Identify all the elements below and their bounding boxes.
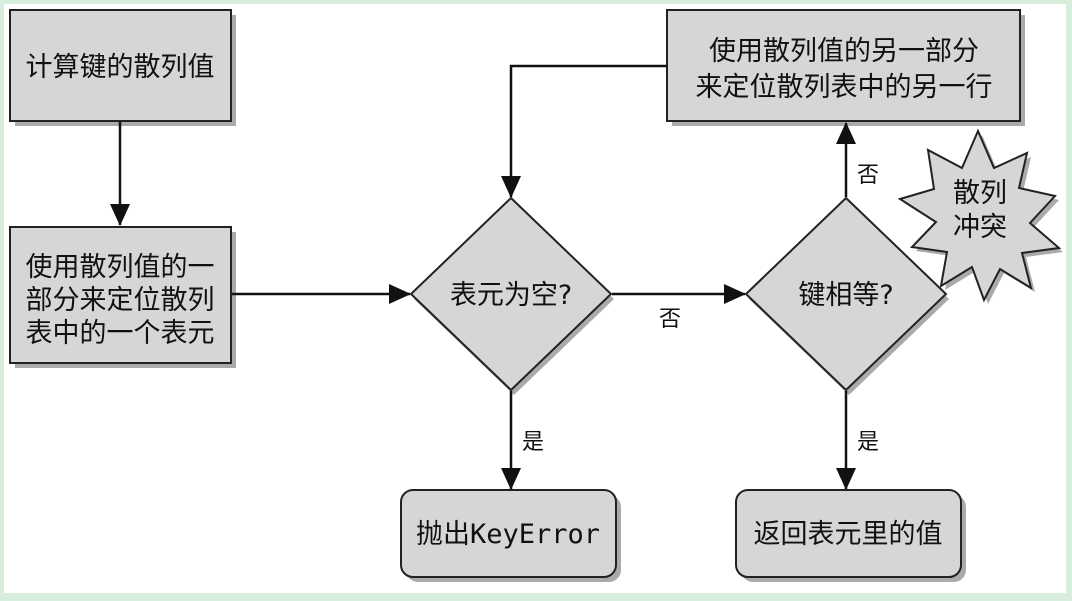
- locate-slot-line-1: 使用散列值的一: [26, 252, 215, 283]
- compute-hash-box: 计算键的散列值: [9, 9, 236, 126]
- label-equal-yes: 是: [857, 430, 879, 455]
- collision-line-2: 冲突: [953, 212, 1007, 243]
- return-value-label: 返回表元里的值: [754, 519, 943, 550]
- collision-line-1: 散列: [953, 178, 1007, 209]
- key-equal-diamond: 键相等?: [744, 196, 949, 395]
- edge-next-to-empty: [501, 64, 667, 198]
- collision-starburst: 散列 冲突: [897, 128, 1063, 304]
- raise-keyerror-box: 抛出KeyError: [400, 489, 621, 582]
- label-equal-no: 否: [857, 163, 879, 188]
- label-empty-no: 否: [659, 307, 681, 332]
- next-slot-line-2: 来定位散列表中的另一行: [696, 72, 993, 103]
- key-equal-label: 键相等?: [798, 280, 893, 311]
- raise-keyerror-label: 抛出KeyError: [416, 519, 600, 550]
- return-value-box: 返回表元里的值: [735, 489, 966, 582]
- next-slot-line-1: 使用散列值的另一部分: [709, 36, 979, 67]
- compute-hash-label: 计算键的散列值: [26, 52, 215, 83]
- bucket-empty-diamond: 表元为空?: [409, 196, 614, 395]
- bucket-empty-label: 表元为空?: [450, 280, 572, 311]
- locate-slot-line-2: 部分来定位散列: [26, 285, 215, 316]
- next-slot-box: 使用散列值的另一部分 来定位散列表中的另一行: [666, 9, 1025, 126]
- locate-slot-box: 使用散列值的一 部分来定位散列 表中的一个表元: [9, 226, 236, 368]
- locate-slot-line-3: 表中的一个表元: [26, 318, 215, 349]
- label-empty-yes: 是: [522, 430, 544, 455]
